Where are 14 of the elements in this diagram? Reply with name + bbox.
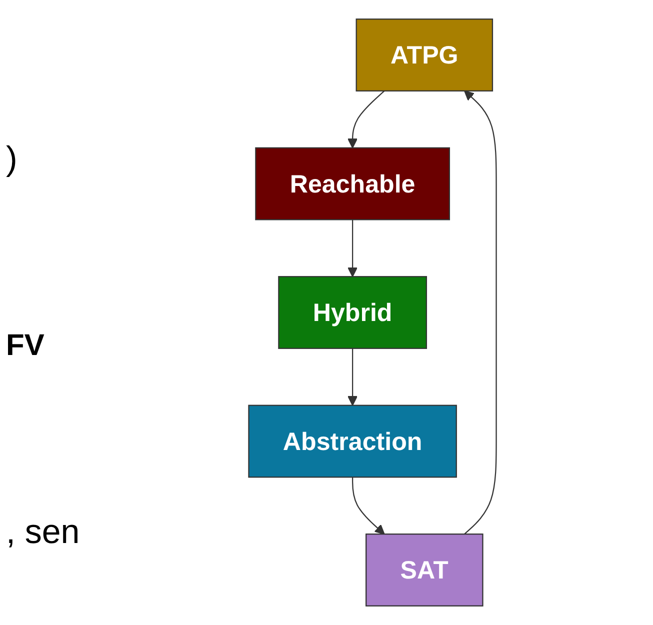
node-box	[366, 534, 484, 606]
arrow	[348, 348, 358, 406]
arrow	[348, 90, 385, 148]
cycle-diagram: ATPG Reachable SAT Hybrid Abstraction	[100, 10, 645, 615]
node-box	[278, 276, 427, 349]
arrow	[464, 90, 497, 535]
center-label: FV	[6, 329, 46, 363]
text-fragment: , sen	[6, 513, 81, 552]
arrow	[348, 220, 358, 278]
text-fragment: )	[6, 140, 18, 179]
node-box	[255, 147, 450, 220]
node-box	[248, 404, 457, 478]
arrow	[352, 477, 385, 535]
node-box	[356, 18, 494, 92]
